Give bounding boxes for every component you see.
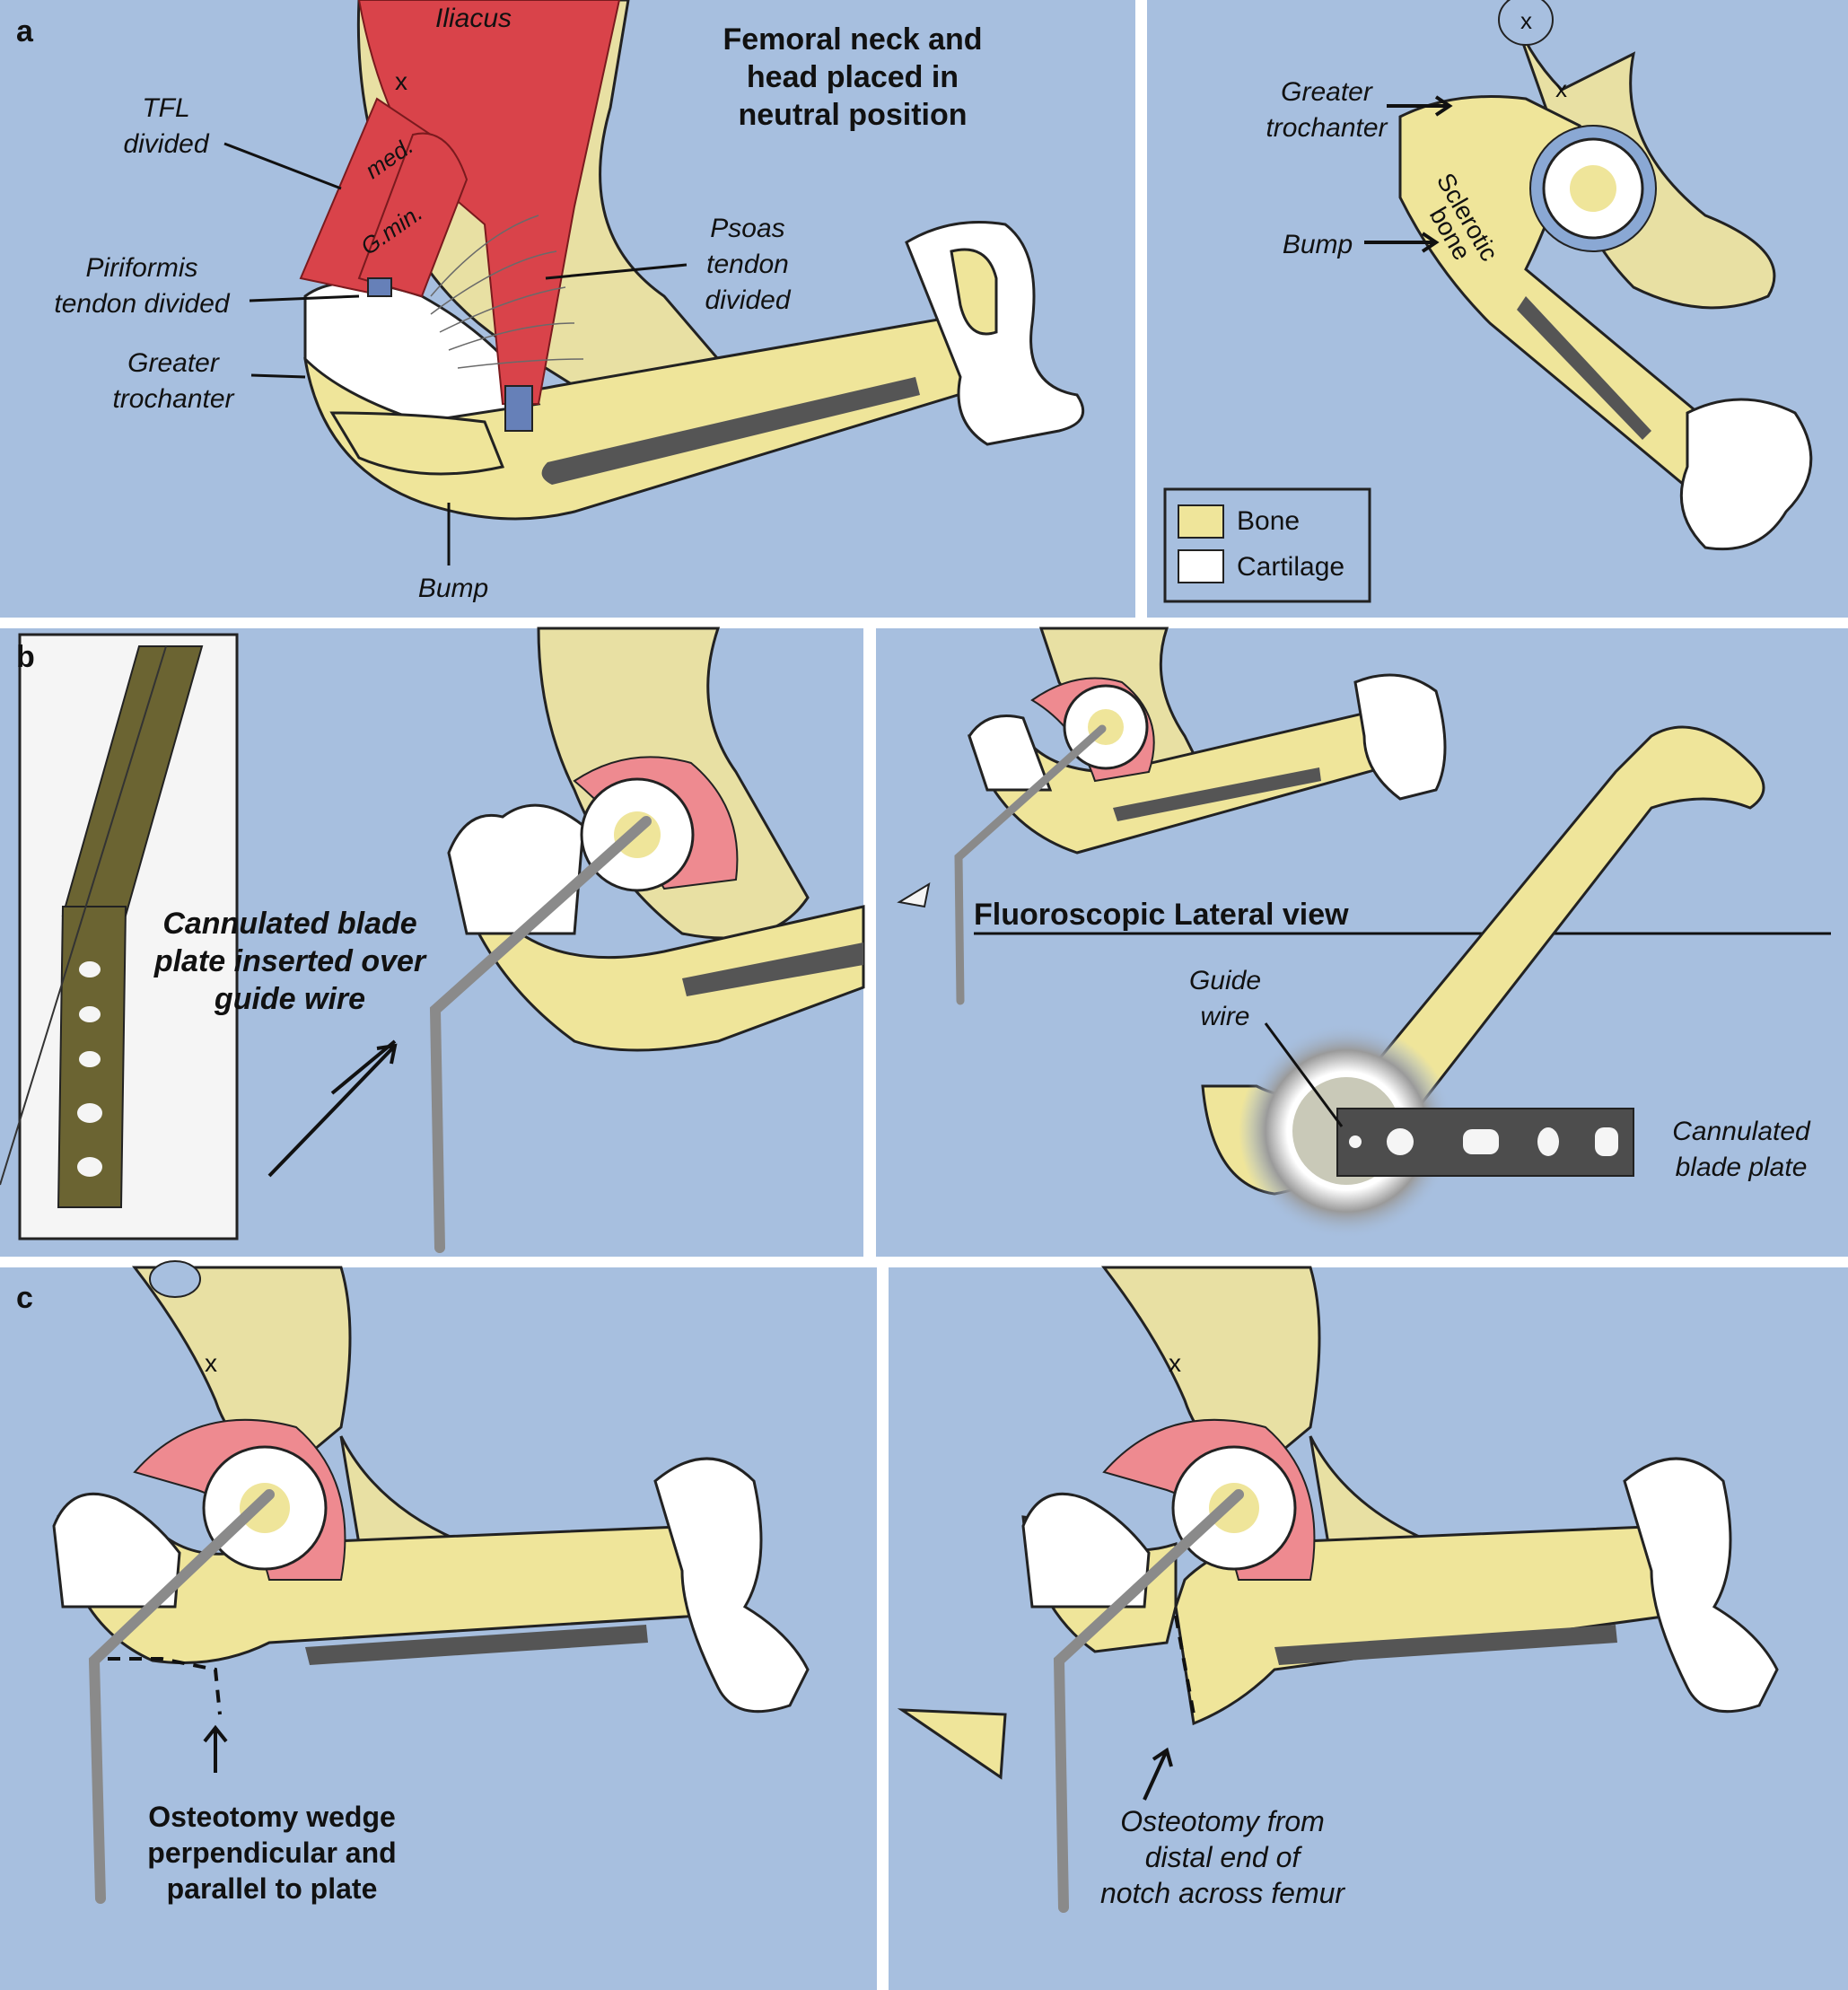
removed-wedge — [897, 1708, 1007, 1780]
greater-trochanter-leader — [250, 373, 306, 379]
psoas-leader — [545, 263, 688, 280]
bump-region — [329, 411, 505, 476]
legend-swatch-cartilage — [1178, 549, 1224, 583]
panel-c: x c Osteotomy wedge perpendicular and pa… — [0, 1260, 877, 1990]
panel-c-right-caption-line3: notch across femur — [1100, 1877, 1345, 1909]
femoral-head-bone — [240, 1483, 290, 1533]
piriformis-stump — [367, 277, 392, 297]
insertion-arrow-short — [330, 1039, 397, 1095]
panel-b: b Cannulated blade plate inserted over g… — [0, 627, 865, 1257]
tfl-label-line2: divided — [123, 129, 209, 159]
x-mark: x — [205, 1349, 217, 1377]
greater-trochanter-cartilage — [1021, 1492, 1151, 1609]
bump-arrow — [1364, 232, 1440, 253]
distal-femur — [653, 1457, 810, 1714]
psoas-label-line3: divided — [705, 285, 791, 315]
legend: Bone Cartilage — [1163, 487, 1371, 603]
medullary-canal — [1274, 1625, 1617, 1665]
wedge-arrow — [203, 1724, 228, 1773]
piriformis-label-line1: Piriformis — [86, 253, 198, 283]
x-mark-top: x — [1520, 7, 1532, 34]
medullary-canal — [1113, 767, 1321, 821]
distal-femur — [1679, 398, 1813, 551]
osteotomy-arrow — [1143, 1747, 1173, 1801]
blade-plate-holes — [77, 961, 102, 1177]
panel-a-title-line2: head placed in — [747, 60, 959, 94]
guide-wire — [954, 724, 1107, 1005]
guide-wire — [88, 1489, 275, 1904]
blade-plate-label-line1: Cannulated — [1672, 1117, 1811, 1146]
obturator-ring — [149, 1260, 201, 1298]
x-mark-mid: x — [1555, 75, 1567, 102]
greater-trochanter-cartilage — [52, 1492, 181, 1609]
guide-wire-leader — [1264, 1022, 1344, 1127]
panel-a-right: x x Greater trochanter Bump Sclerotic bo… — [1147, 0, 1848, 618]
osteotomy-wedge-outline — [108, 1657, 222, 1715]
legend-label-bone: Bone — [1237, 506, 1300, 536]
panel-a-title-line3: neutral position — [739, 98, 968, 132]
femur-shape — [447, 852, 865, 1052]
panel-a-title-line1: Femoral neck and — [723, 22, 982, 57]
distal-femur — [1623, 1457, 1779, 1714]
gluteus-minimus-muscle — [357, 132, 469, 298]
femoral-head-bone — [1570, 165, 1616, 212]
panel-b-caption-line3: guide wire — [214, 982, 365, 1016]
panel-letter: a — [16, 14, 34, 48]
bump-label: Bump — [1283, 230, 1353, 259]
greater-trochanter-label-line1: Greater — [127, 348, 220, 378]
panel-c-caption-line2: perpendicular and — [147, 1837, 396, 1869]
fluoroscope-indicator — [897, 881, 931, 908]
greater-trochanter-arrow — [1387, 95, 1453, 117]
bump-label: Bump — [418, 574, 488, 603]
greater-trochanter-label-line2: trochanter — [1266, 113, 1388, 143]
psoas-label-line1: Psoas — [710, 214, 784, 243]
iliacus-label: Iliacus — [435, 4, 512, 33]
blade-plate-label-line2: blade plate — [1676, 1153, 1808, 1182]
panel-b-right: Fluoroscopic Lateral view Guide wire Can… — [876, 627, 1848, 1257]
femoral-head-bone — [1209, 1483, 1259, 1533]
insertion-arrow-long — [267, 1043, 398, 1178]
panel-c-caption-line3: parallel to plate — [167, 1872, 378, 1905]
distal-femur — [1353, 673, 1447, 801]
guide-wire — [1053, 1489, 1244, 1913]
panel-a: a Iliacus x TFL divided med. G.min. Piri… — [0, 0, 1135, 618]
psoas-tendon-stump — [504, 385, 533, 432]
guide-wire-label-line2: wire — [1200, 1002, 1249, 1031]
medullary-canal — [1517, 296, 1651, 440]
fluoroscopic-heading: Fluoroscopic Lateral view — [974, 898, 1349, 932]
capsule-fibers — [430, 215, 584, 369]
greater-trochanter-cartilage — [968, 714, 1053, 792]
x-mark: x — [1169, 1349, 1181, 1377]
panel-b-caption-line2: plate inserted over — [153, 944, 427, 978]
osteotomy-cut-line — [1174, 1615, 1196, 1715]
panel-c-caption-line1: Osteotomy wedge — [148, 1801, 396, 1833]
guide-wire — [429, 816, 652, 1253]
medullary-canal — [305, 1625, 648, 1665]
greater-trochanter-label-line1: Greater — [1281, 77, 1373, 107]
blade-plate-lateral-holes — [1349, 1127, 1618, 1156]
distal-femur-bone — [950, 248, 998, 336]
legend-label-cartilage: Cartilage — [1237, 552, 1344, 582]
inset-guide-wire — [0, 645, 167, 1186]
piriformis-leader — [249, 294, 360, 302]
tfl-label-line1: TFL — [142, 93, 189, 123]
panel-b-caption-line1: Cannulated blade — [162, 907, 416, 941]
panel-letter: b — [16, 640, 35, 674]
medullary-canal — [541, 377, 920, 485]
psoas-label-line2: tendon — [706, 250, 789, 279]
guide-wire-label-line1: Guide — [1189, 966, 1261, 995]
tfl-leader — [223, 142, 342, 190]
greater-trochanter-label-line2: trochanter — [112, 384, 234, 414]
x-mark: x — [395, 67, 407, 95]
panel-c-right-caption-line1: Osteotomy from — [1120, 1805, 1325, 1837]
panel-letter: c — [16, 1281, 33, 1315]
legend-swatch-bone — [1178, 504, 1224, 539]
piriformis-label-line2: tendon divided — [54, 289, 230, 319]
obturator-ring — [1498, 0, 1554, 46]
medullary-canal — [682, 942, 863, 996]
greater-trochanter-cartilage — [447, 803, 585, 935]
panel-c-right: x Osteotomy from distal end of notch acr… — [889, 1266, 1848, 1990]
panel-c-right-caption-line2: distal end of — [1145, 1841, 1303, 1873]
